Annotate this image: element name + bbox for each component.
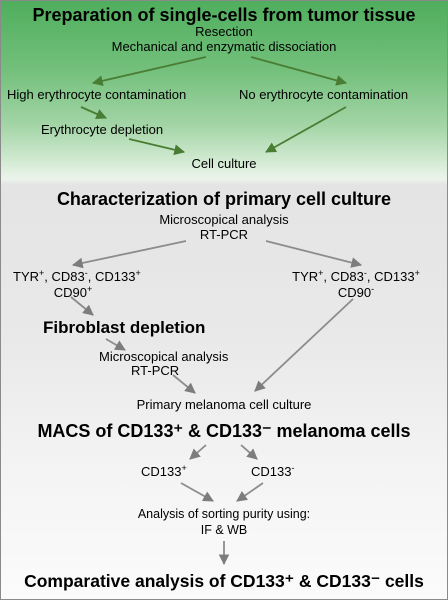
arrow-pos-to-sorting [180,482,214,502]
rtpcr-step-2: RT-PCR [131,363,180,378]
arrow-right-to-primary [254,298,354,392]
right-cd133-label: CD133 [374,269,415,284]
left-cd90-label: CD90 [53,285,87,300]
resection-step: Resection [195,24,253,39]
arrow-left-to-fibroblast [70,296,94,316]
left-marker-profile: TYR+, CD83-, CD133+ CD90+ [13,268,141,300]
dissociation-step: Mechanical and enzymatic dissociation [111,39,337,54]
primary-culture-step: Primary melanoma cell culture [136,397,312,412]
microscopical-analysis-step-2: Microscopical analysis [99,349,229,364]
right-tyr-sign: + [318,268,324,278]
arrow-rtpcr-to-left [71,240,187,269]
right-cd133-sign: + [414,268,420,278]
arrow-dissociation-to-high [91,56,207,87]
left-tyr-sign: + [39,268,45,278]
cd133-positive-label: CD133 [141,464,182,479]
right-cd83-sign: - [363,268,367,278]
sorting-purity-step: Analysis of sorting purity using: [137,507,311,521]
characterization-title: Characterization of primary cell culture [56,189,392,209]
right-tyr-label: TYR [292,269,319,284]
rtpcr-step: RT-PCR [199,227,249,242]
comparative-title: Comparative analysis of CD133⁺ & CD133⁻ … [24,571,424,591]
right-cd90-label: CD90 [337,285,372,300]
methods-step: IF & WB [200,523,248,537]
cd133-positive-fraction: CD133+ [141,463,187,479]
left-tyr-label: TYR [13,269,39,284]
high-contamination-step: High erythrocyte contamination [7,87,187,102]
fibroblast-depletion-step: Fibroblast depletion [43,318,206,337]
arrow-depletion-to-culture [128,138,186,156]
left-cd133-label: CD133 [94,269,136,284]
arrow-neg-to-sorting [236,482,264,502]
right-comma-1: , [323,269,331,284]
arrow-no-to-culture [265,106,347,153]
left-comma-2: , [87,269,95,284]
cd133-negative-label: CD133 [251,464,292,479]
right-cd83-label: CD83 [330,269,364,284]
cd133-positive-sign: + [181,463,187,473]
arrow-macs-to-neg [240,444,258,460]
cell-culture-step: Cell culture [191,156,257,171]
preparation-title: Preparation of single-cells from tumor t… [32,5,416,25]
arrow-dissociation-to-no [250,56,348,86]
left-comma-1: , [44,269,52,284]
arrow-rtpcr-to-right [265,240,363,268]
no-contamination-step: No erythrocyte contamination [239,87,409,102]
erythrocyte-depletion-step: Erythrocyte depletion [41,122,164,137]
microscopical-analysis-step: Microscopical analysis [159,212,289,227]
macs-title: MACS of CD133⁺ & CD133⁻ melanoma cells [37,421,411,441]
left-cd133-sign: + [135,268,141,278]
right-comma-2: , [366,269,375,284]
left-cd83-sign: - [84,268,88,278]
right-marker-profile: TYR+, CD83-, CD133+ CD90- [271,268,441,300]
arrow-high-to-depletion [80,106,107,120]
left-cd83-label: CD83 [51,269,85,284]
arrow-rtpcr2-to-primary [172,374,196,394]
right-cd90-sign: - [371,284,375,294]
left-cd90-sign: + [86,284,93,294]
cd133-negative-fraction: CD133- [251,463,294,479]
arrow-fibroblast-to-micro [105,338,126,351]
arrow-macs-to-pos [189,444,207,460]
cd133-negative-sign: - [291,463,295,473]
